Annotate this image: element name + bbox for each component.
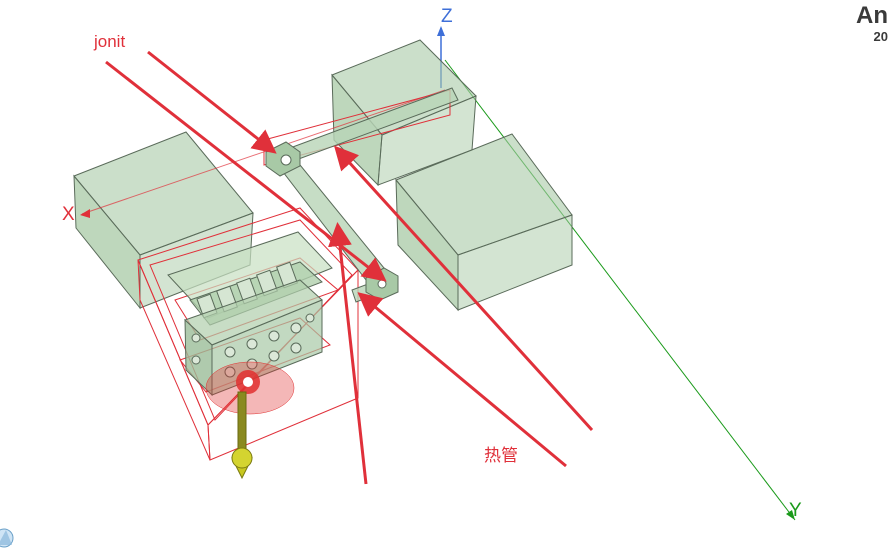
brand-logo: An (856, 2, 888, 29)
axis-y-arrow (786, 510, 795, 520)
block-left[interactable] (73, 131, 254, 310)
axis-x-label: X (62, 204, 75, 225)
brand-version: 20 (873, 29, 888, 44)
annotation-arrows (105, 50, 594, 485)
block-right[interactable] (395, 133, 573, 312)
axis-y-label: Y (789, 500, 802, 521)
axis-z-label: Z (441, 6, 453, 27)
axis-x-arrow (80, 209, 90, 218)
probe-icon[interactable] (231, 391, 253, 480)
axis-y-line (444, 59, 796, 521)
triad-icon[interactable] (0, 528, 14, 548)
joint-annotation-label: jonit (94, 32, 126, 51)
heat-pipe-annotation-label: 热管 (484, 446, 518, 465)
heat-sink[interactable] (167, 231, 333, 397)
axis-z-arrow (437, 26, 445, 36)
heat-source[interactable] (205, 361, 295, 415)
